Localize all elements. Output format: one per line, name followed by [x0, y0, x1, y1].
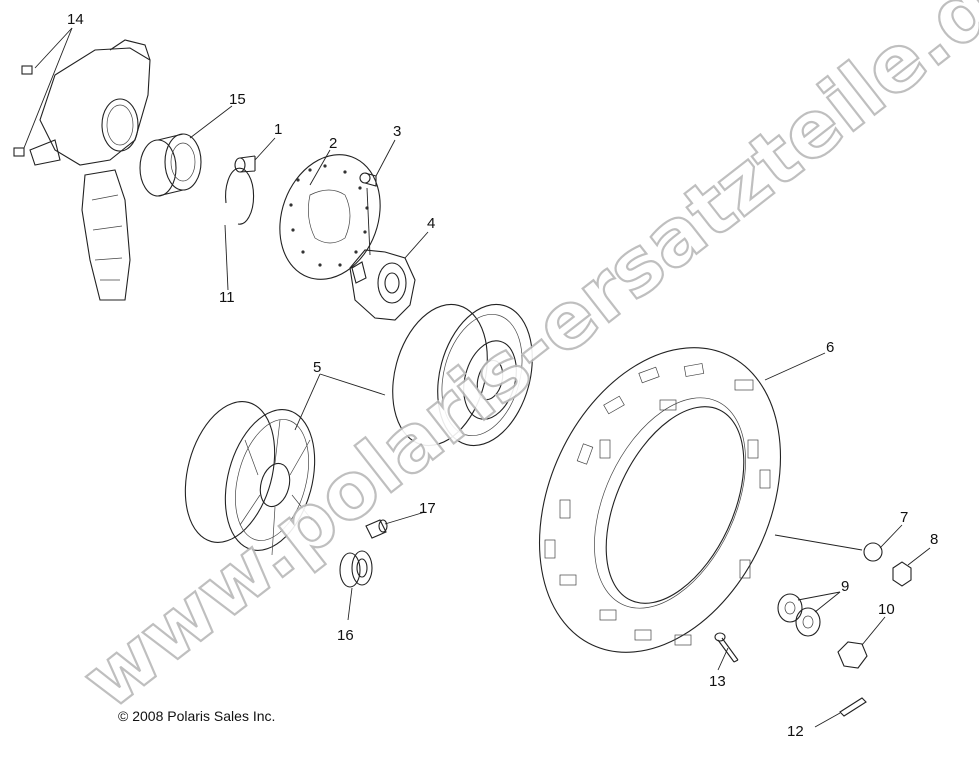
- callout-11: 11: [219, 289, 235, 306]
- spacer-washers: [777, 593, 821, 637]
- callout-labels: 14 15 1 2 3 4 11 5 6 17 7 8 9 10 16 13 1…: [67, 11, 938, 740]
- callout-3: 3: [393, 123, 401, 140]
- callout-1: 1: [274, 121, 282, 138]
- wheel-stud: [359, 172, 377, 187]
- callout-7: 7: [900, 509, 908, 526]
- tire: [538, 347, 782, 653]
- leader-lines: [23, 27, 931, 728]
- axle-bolt: [714, 632, 739, 663]
- valve-stem: [365, 519, 388, 539]
- callout-13: 13: [709, 673, 726, 690]
- steel-wheel: [392, 303, 533, 447]
- callout-10: 10: [878, 601, 895, 618]
- brake-disc: [279, 154, 381, 280]
- callout-12: 12: [787, 723, 804, 740]
- callout-9: 9: [841, 578, 849, 595]
- callout-15: 15: [229, 91, 246, 108]
- washer: [863, 542, 883, 562]
- snap-ring: [225, 167, 255, 225]
- copyright-notice: © 2008 Polaris Sales Inc.: [118, 708, 275, 724]
- callout-14: 14: [67, 11, 84, 28]
- lug-nut: [892, 561, 912, 587]
- center-cap: [339, 550, 373, 588]
- callout-5: 5: [313, 359, 321, 376]
- watermark: www.polaris-ersatzteile.de: [66, 0, 979, 727]
- callout-8: 8: [930, 531, 938, 548]
- cast-wheel: [184, 401, 316, 556]
- brake-bolt: [234, 155, 256, 173]
- steering-knuckle: [13, 39, 151, 301]
- cotter-pin: [839, 697, 867, 717]
- callout-2: 2: [329, 135, 337, 152]
- callout-16: 16: [337, 627, 354, 644]
- wheel-hub: [349, 249, 416, 321]
- wheel-bearing: [139, 133, 202, 197]
- callout-17: 17: [419, 500, 436, 517]
- callout-4: 4: [427, 215, 435, 232]
- callout-6: 6: [826, 339, 834, 356]
- axle-nut: [837, 641, 868, 669]
